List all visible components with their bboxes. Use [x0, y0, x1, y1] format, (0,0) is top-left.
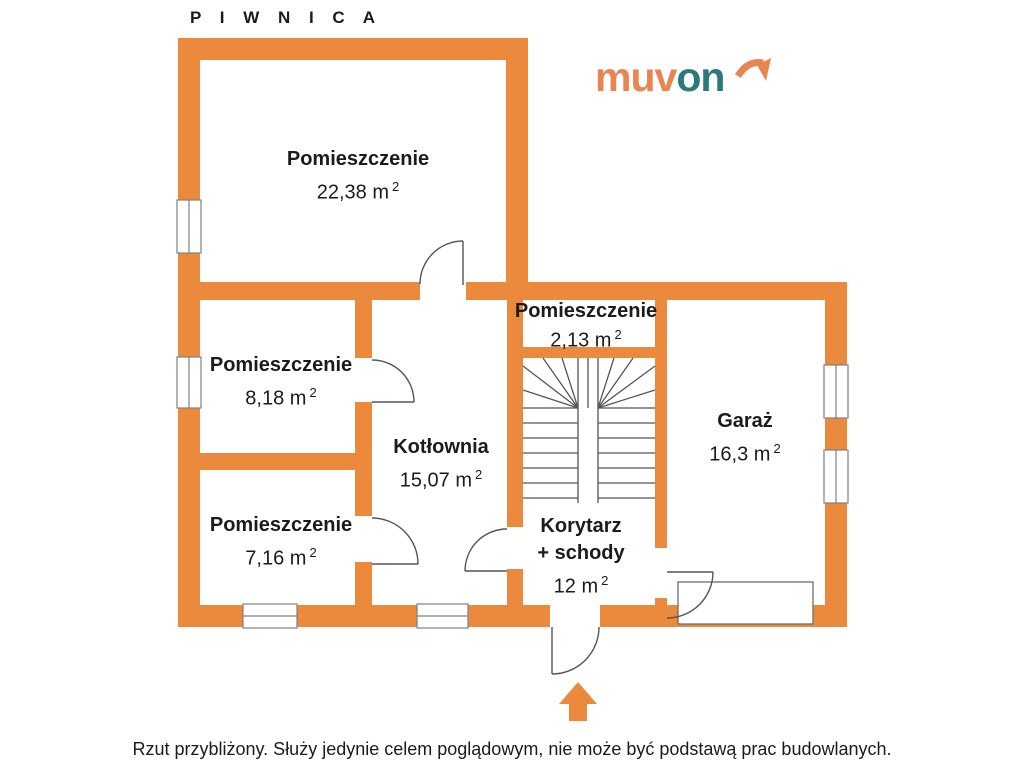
entrance-arrow-icon: [559, 682, 597, 721]
room-name: Pomieszczenie: [514, 300, 658, 322]
wall-outer-left: [178, 38, 200, 627]
logo-arrow-icon: [735, 58, 771, 81]
wall-outer-top: [178, 38, 528, 60]
logo-text-on: on: [676, 54, 725, 100]
door-arc-room818: [371, 359, 415, 403]
stair-winder: [597, 357, 615, 409]
logo: muvon: [595, 54, 725, 101]
door-openings: [353, 281, 669, 629]
opening-kotlownia-korytarz-door: [505, 527, 525, 569]
wall-stairwell-top: [507, 347, 667, 358]
stair-winder: [597, 389, 656, 409]
logo-text-muv: muv: [595, 54, 677, 100]
door-arc-entrance: [551, 626, 600, 675]
stair-winder: [522, 389, 579, 409]
stair-winder: [597, 357, 634, 409]
opening-garage-door: [653, 548, 669, 598]
room-name: Kotłownia: [393, 436, 489, 458]
staircase: [522, 357, 656, 503]
door-arc-room716: [371, 517, 419, 565]
wall-middle-band: [178, 282, 847, 300]
door-arc-kotlownia-korytarz: [464, 528, 508, 572]
page-title: P I W N I C A: [190, 8, 383, 27]
wall-garage-left: [655, 300, 667, 605]
door-arc-bigroom: [419, 240, 464, 285]
opening-bigroom-door: [420, 281, 466, 301]
doors: [371, 240, 714, 675]
opening-entrance-door: [550, 603, 600, 629]
opening-room818-door: [353, 358, 374, 402]
room-name: Garaż: [717, 410, 773, 432]
room-name: Pomieszczenie: [209, 514, 353, 536]
stair-winder: [522, 365, 579, 409]
opening-room716-door: [353, 516, 374, 562]
room-name-line2: + schody: [537, 542, 625, 564]
room-name: Pomieszczenie: [209, 354, 353, 376]
wall-bigroom-right: [506, 38, 528, 300]
door-arc-garage: [666, 571, 714, 619]
room-name: Korytarz: [540, 515, 622, 537]
stair-winder: [561, 357, 579, 409]
stair-winder: [542, 357, 579, 409]
garage-gate-ramp: [677, 581, 814, 625]
windows: [176, 199, 849, 629]
wall-divider-left-rooms: [200, 453, 360, 470]
disclaimer-text: Rzut przybliżony. Służy jedynie celem po…: [132, 739, 892, 759]
room-name: Pomieszczenie: [286, 148, 430, 170]
stair-winder: [597, 365, 656, 409]
